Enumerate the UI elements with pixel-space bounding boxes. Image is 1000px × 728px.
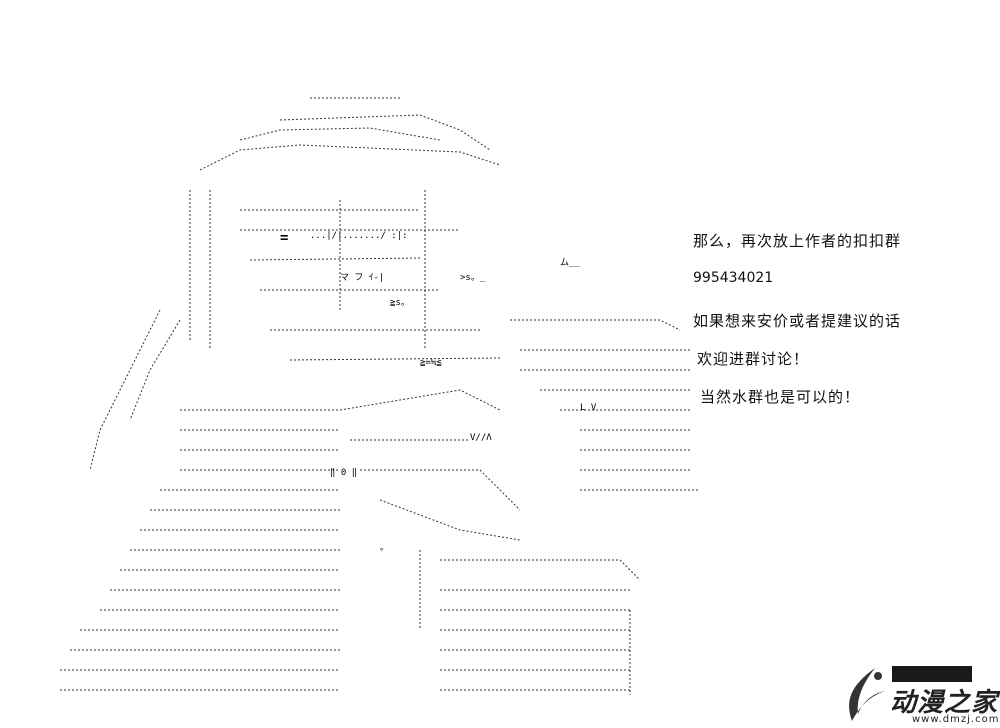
svg-text:マ フ ｲ-|: マ フ ｲ-| — [340, 273, 384, 283]
svg-text:。: 。 — [380, 543, 389, 553]
watermark-title: 动漫之家 — [890, 688, 999, 718]
watermark-bar — [892, 666, 972, 682]
svg-text:V//Λ: V//Λ — [470, 433, 492, 443]
svg-text:L V: L V — [580, 403, 597, 413]
svg-text:>s。_: >s。_ — [460, 273, 486, 283]
watermark-url: www.dmzj.com — [912, 714, 1000, 725]
watermark: 动漫之家 www.dmzj.com — [840, 660, 1000, 728]
message-line-5: 当然水群也是可以的！ — [700, 388, 861, 406]
svg-text:ム__: ム__ — [560, 257, 580, 268]
message-line-2-group-number: 995434021 — [693, 270, 774, 286]
message-line-1: 那么，再次放上作者的扣扣群 — [693, 232, 902, 250]
svg-text:‖ 0 ‖: ‖ 0 ‖ — [330, 468, 357, 478]
watermark-logo-icon — [849, 668, 885, 721]
message-line-4: 欢迎进群讨论！ — [697, 350, 810, 368]
svg-text:=: = — [280, 230, 288, 246]
message-line-3: 如果想来安价或者提建议的话 — [693, 312, 902, 330]
ascii-art-illustration: = ...|/|......./ :|: マ フ ｲ-| ≧=≒≦ ≧s。 >s… — [60, 97, 700, 695]
svg-text:≧=≒≦: ≧=≒≦ — [420, 358, 442, 368]
svg-text:...|/|......./ :|:: ...|/|......./ :|: — [310, 231, 408, 241]
svg-text:≧s。: ≧s。 — [390, 298, 410, 308]
